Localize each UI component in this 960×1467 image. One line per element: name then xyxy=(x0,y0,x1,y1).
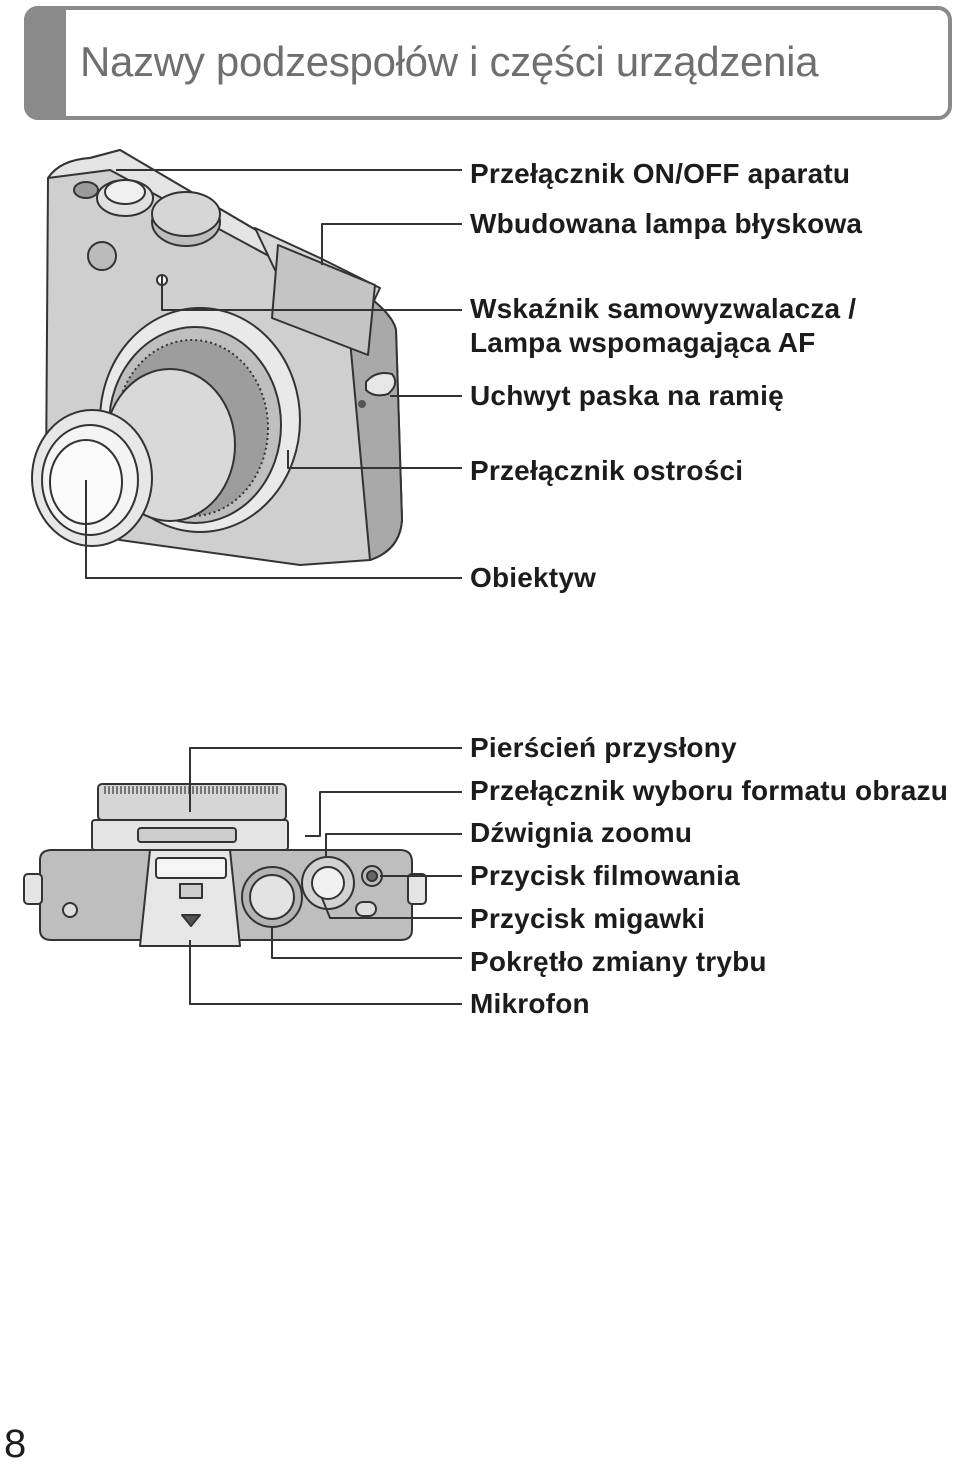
label-lens: Obiektyw xyxy=(470,562,597,593)
camera-top-view xyxy=(23,783,427,947)
label-self-timer-indicator: Wskaźnik samowyzwalacza / xyxy=(470,293,857,324)
top-view-leader-lines xyxy=(189,747,462,1005)
front-view-leader-lines xyxy=(85,169,462,579)
page-title: Nazwy podzespołów i części urządzenia xyxy=(80,38,819,85)
label-on-off-switch: Przełącznik ON/OFF aparatu xyxy=(470,158,851,189)
label-zoom-lever: Dźwignia zoomu xyxy=(470,817,693,848)
label-movie-button: Przycisk filmowania xyxy=(470,860,740,891)
page-number: 8 xyxy=(4,1422,27,1466)
title-tab-accent xyxy=(24,6,66,120)
label-microphone: Mikrofon xyxy=(470,988,590,1019)
label-af-assist-lamp: Lampa wspomagająca AF xyxy=(470,327,816,358)
label-strap-eyelet: Uchwyt paska na ramię xyxy=(470,380,784,411)
label-shutter-button: Przycisk migawki xyxy=(470,903,706,934)
title-frame xyxy=(24,6,952,120)
label-focus-switch: Przełącznik ostrości xyxy=(470,455,744,486)
label-built-in-flash: Wbudowana lampa błyskowa xyxy=(470,208,863,239)
camera-front-view xyxy=(31,149,403,566)
label-aspect-ratio-switch: Przełącznik wyboru formatu obrazu xyxy=(470,775,949,806)
label-aperture-ring: Pierścień przysłony xyxy=(470,732,737,763)
label-mode-dial: Pokrętło zmiany trybu xyxy=(470,946,767,977)
